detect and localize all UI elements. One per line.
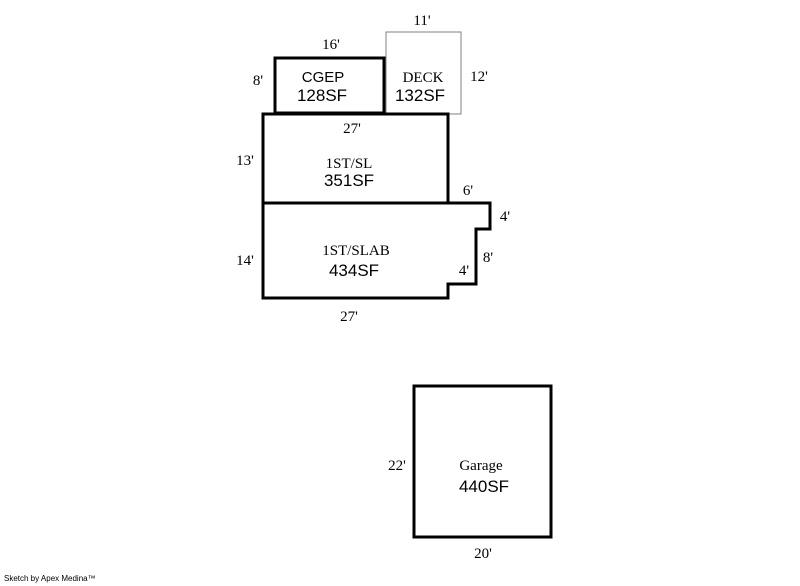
- first-slab-notch-width-label: 4': [459, 263, 470, 279]
- cgep-area: 128SF: [297, 86, 347, 105]
- garage-height-label: 22': [388, 458, 406, 474]
- cgep-name: CGEP: [302, 69, 345, 86]
- first-slab-area: 434SF: [329, 261, 379, 280]
- footer-credit: Sketch by Apex Medina™: [4, 574, 96, 583]
- garage-area: 440SF: [459, 477, 509, 496]
- first-sl-height-label: 13': [236, 153, 254, 169]
- first-slab-outline: [261, 201, 492, 300]
- first-slab-notch-height-label: 4': [500, 209, 511, 225]
- first-sl-area: 351SF: [324, 171, 374, 190]
- first-sl-width-label: 27': [343, 121, 361, 137]
- first-slab-width-label: 27': [340, 309, 358, 325]
- first-slab-top-ext-label: 6': [463, 183, 474, 199]
- cgep-height-label: 8': [253, 73, 264, 89]
- deck-height-label: 12': [470, 69, 488, 85]
- garage-outline: [412, 384, 553, 539]
- first-slab-name: 1ST/SLAB: [322, 243, 390, 259]
- deck-name: DECK: [403, 70, 444, 86]
- cgep-width-label: 16': [322, 37, 340, 53]
- deck-width-label: 11': [413, 13, 430, 29]
- first-slab-height-label: 14': [236, 253, 254, 269]
- garage-name: Garage: [459, 458, 503, 474]
- garage-width-label: 20': [474, 546, 492, 562]
- first-sl-name: 1ST/SL: [326, 156, 373, 172]
- deck-area: 132SF: [395, 86, 445, 105]
- first-slab-right-height-label: 8': [483, 250, 494, 266]
